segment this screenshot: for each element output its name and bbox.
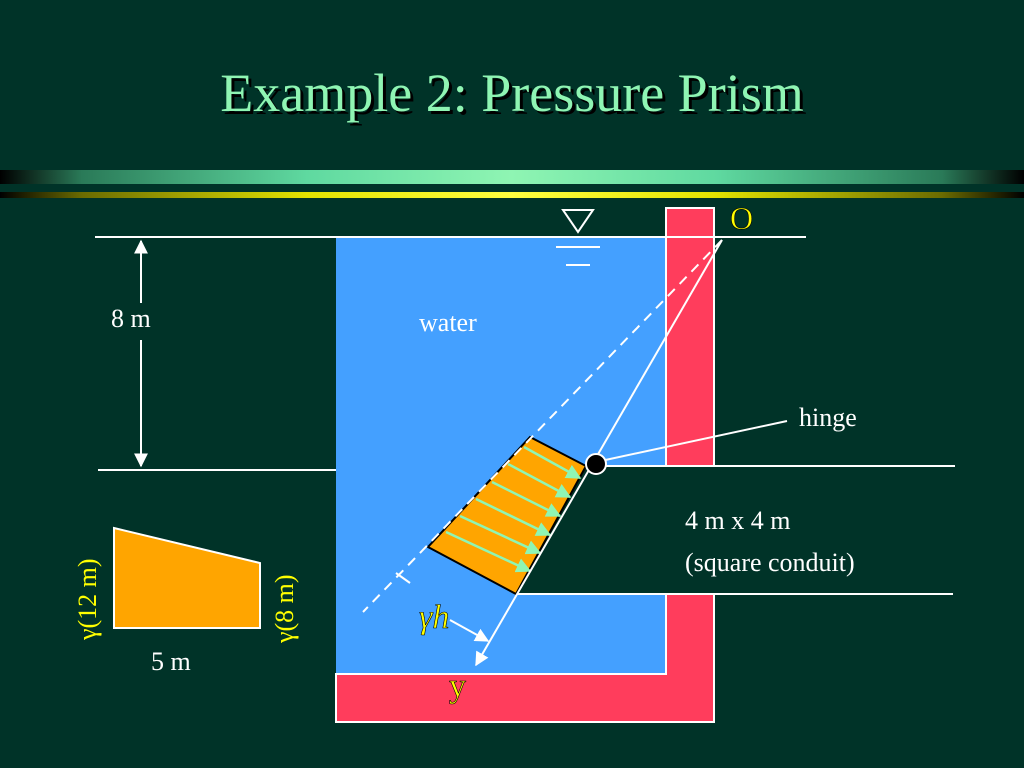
pressure-arrow-4 (475, 497, 552, 537)
free-surface-icon (561, 209, 595, 234)
vertical-wall (665, 207, 715, 467)
hinge-icon (585, 453, 607, 475)
pressure-arrow-3 (491, 480, 562, 518)
prism-left-label: γ(12 m) (73, 558, 102, 641)
pressure-arrow-2 (507, 462, 572, 499)
water-label: water (419, 308, 477, 337)
title-divider-green (0, 170, 1024, 184)
prism-side-view (113, 526, 261, 629)
conduit-size-label: 4 m x 4 m (685, 506, 790, 535)
gate-y-axis (475, 239, 723, 667)
depth-label: 8 m (111, 304, 151, 333)
prism-right-label: γ(8 m) (270, 574, 299, 644)
pressure-arrows (445, 445, 582, 573)
hinge-label: hinge (799, 403, 857, 432)
pressure-arrow-1 (523, 445, 582, 480)
prism-width-label: 5 m (151, 647, 191, 676)
conduit-type-label: (square conduit) (685, 548, 855, 577)
pressure-label: γh (419, 599, 449, 636)
slide-title: Example 2: Pressure Prism (220, 63, 804, 123)
hinge-leader-line (595, 420, 788, 463)
pressure-dimension-arrow (449, 619, 490, 642)
water-region (336, 237, 666, 674)
pressure-arrow-5 (459, 514, 542, 555)
title-divider-yellow (0, 192, 1024, 198)
origin-label: O (730, 200, 753, 236)
y-axis-label: y (449, 668, 466, 705)
pressure-distribution-line (362, 239, 723, 613)
pressure-arrow-6 (445, 530, 532, 573)
pressure-dimension-tick (395, 572, 411, 584)
